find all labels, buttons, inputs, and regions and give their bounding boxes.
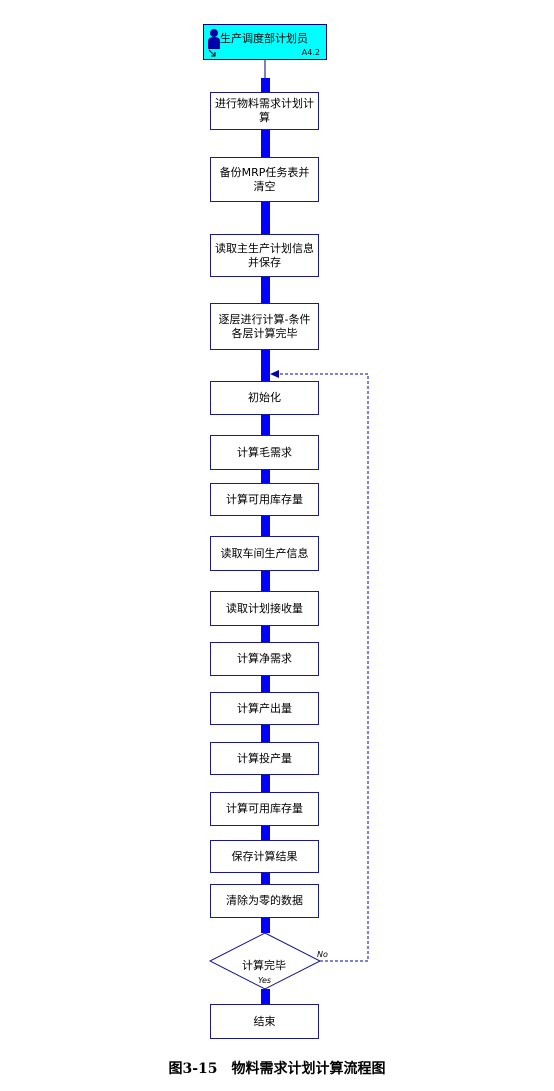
connector-bar (261, 350, 270, 381)
connector-bar (261, 202, 270, 234)
arrow-corner-icon (208, 49, 216, 57)
connector-bar (261, 873, 270, 884)
loop-arrow-head (270, 370, 279, 378)
decision-no-label: No (317, 950, 328, 959)
connector-bar (261, 989, 270, 1004)
role-header: 生产调度部计划员 A4.2 (203, 24, 327, 60)
step-end: 结束 (210, 1004, 319, 1039)
step-mrp-calc: 进行物料需求计划计算 (210, 92, 319, 130)
step-layer-calc: 逐层进行计算-条件各层计算完毕 (210, 303, 319, 350)
step-save-results: 保存计算结果 (210, 840, 319, 873)
loop-back-line (278, 373, 369, 962)
step-net-requirement: 计算净需求 (210, 642, 319, 676)
connector-bar (261, 826, 270, 840)
decision-yes-label: Yes (258, 976, 272, 985)
connector-bar (261, 676, 270, 692)
connector-bar (261, 516, 270, 536)
step-gross-requirement: 计算毛需求 (210, 435, 319, 470)
connector-bar (261, 130, 270, 157)
step-initialize: 初始化 (210, 381, 319, 415)
connector-bar (261, 725, 270, 742)
person-icon (208, 29, 220, 49)
step-production-quantity: 计算投产量 (210, 742, 319, 775)
step-available-inventory-2: 计算可用库存量 (210, 792, 319, 826)
step-output-quantity: 计算产出量 (210, 692, 319, 725)
step-clear-zero: 清除为零的数据 (210, 884, 319, 918)
role-title: 生产调度部计划员 (220, 32, 308, 45)
connector-bar (261, 571, 270, 591)
step-available-inventory: 计算可用库存量 (210, 483, 319, 516)
step-read-receipts: 读取计划接收量 (210, 591, 319, 626)
connector-bar (261, 918, 270, 933)
connector-bar (261, 626, 270, 642)
connector-bar (261, 277, 270, 303)
step-read-workshop: 读取车间生产信息 (210, 536, 319, 571)
step-read-master-plan: 读取主生产计划信息并保存 (210, 234, 319, 277)
connector-bar (261, 470, 270, 483)
role-code: A4.2 (301, 48, 320, 57)
connector-bar (261, 78, 270, 92)
figure-caption: 图3-15 物料需求计划计算流程图 (168, 1061, 386, 1077)
connector-bar (261, 415, 270, 435)
connector-bar (261, 775, 270, 792)
decision-diamond (208, 932, 322, 990)
decision-text: 计算完毕 (242, 959, 286, 972)
step-backup-mrp: 备份MRP任务表并清空 (210, 157, 319, 202)
